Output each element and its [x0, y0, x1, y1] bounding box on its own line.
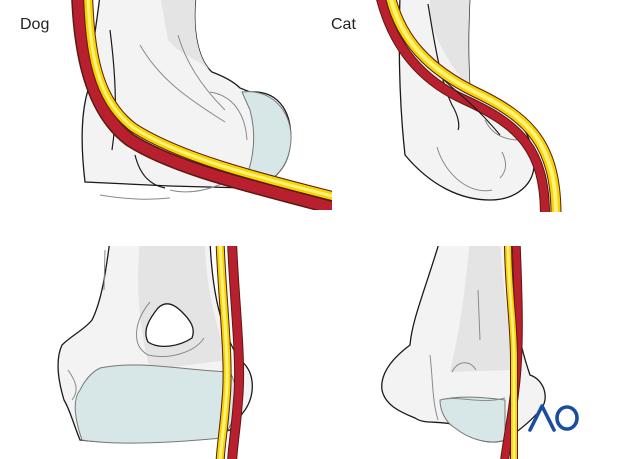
cat-label: Cat: [331, 16, 356, 33]
cat-radial-nerve-and-artery: [376, 0, 562, 212]
dog-cranial-view: [57, 246, 253, 459]
dog-label: Dog: [20, 16, 50, 33]
ao-logo: [528, 404, 579, 432]
dog-lateral-view: [71, 0, 332, 210]
dog-distal-humerus: [57, 246, 253, 444]
cat-distal-humerus: [381, 246, 546, 443]
dog-radial-nerve-and-artery: [71, 0, 332, 210]
dog-cranial-nerve-and-artery: [215, 246, 245, 459]
cat-cranial-view: [381, 246, 546, 459]
cat-lateral-view: [376, 0, 562, 212]
cat-cranial-nerve-and-artery: [500, 246, 523, 459]
